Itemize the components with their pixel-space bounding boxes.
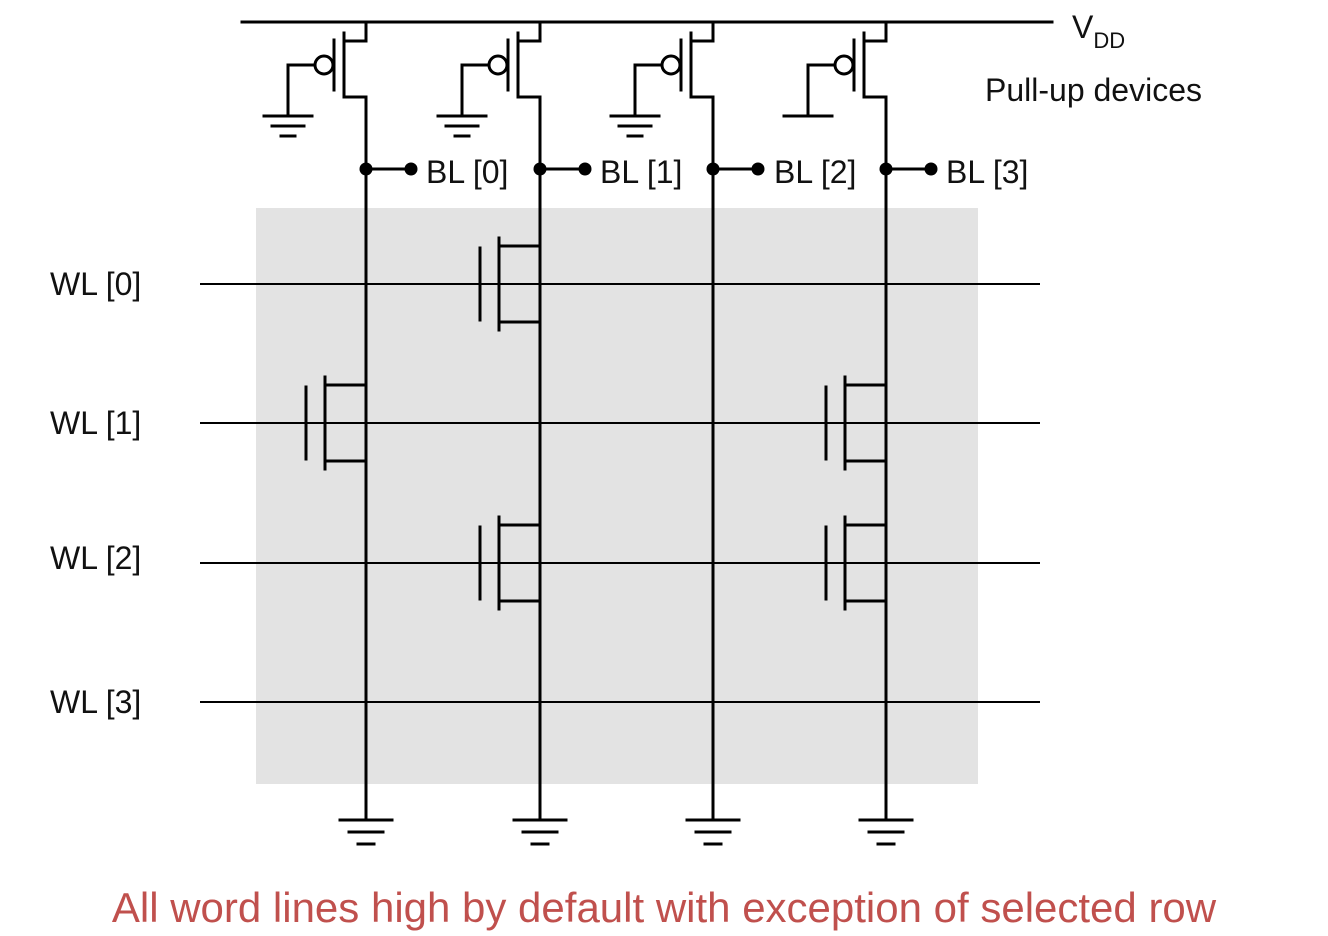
- bitline-label-0: BL [0]: [426, 154, 508, 190]
- wordline-label-2: WL [2]: [50, 540, 141, 576]
- wordline-label-0: WL [0]: [50, 266, 141, 302]
- pullup-devices-label: Pull-up devices: [985, 72, 1202, 108]
- memory-cell-transistor-1: [304, 375, 368, 471]
- bitline-label-3: BL [3]: [946, 154, 1028, 190]
- columns: [262, 20, 938, 846]
- pmos-gate-bubble-icon: [487, 54, 509, 76]
- pmos-gate-bubble-icon: [660, 54, 682, 76]
- ground-icon: [858, 818, 914, 846]
- bitline-terminal-dot: [751, 162, 765, 176]
- pullup-pmos-0: [262, 20, 368, 171]
- bitline-terminal-dot: [404, 162, 418, 176]
- ground-icon: [338, 818, 394, 846]
- memory-cell-transistor-2: [824, 375, 888, 471]
- bitline-terminal-dot: [578, 162, 592, 176]
- bitline-label-2: BL [2]: [774, 154, 856, 190]
- memory-cell-transistor-3: [478, 515, 542, 611]
- wordline-label-3: WL [3]: [50, 684, 141, 720]
- caption: All word lines high by default with exce…: [112, 884, 1217, 931]
- column-3: [782, 20, 938, 846]
- array-region: [256, 208, 978, 784]
- memory-cell-transistor-0: [478, 236, 542, 332]
- pullup-pmos-3: [782, 20, 888, 171]
- memory-cells: [304, 236, 888, 611]
- pullup-pmos-1: [436, 20, 542, 171]
- column-1: [436, 20, 592, 846]
- pmos-gate-bubble-icon: [833, 54, 855, 76]
- vdd-label: VDD: [1072, 9, 1125, 53]
- ground-icon: [685, 818, 741, 846]
- memory-cell-transistor-4: [824, 515, 888, 611]
- wordlines: [200, 283, 1040, 703]
- pullup-pmos-2: [609, 20, 715, 171]
- pmos-gate-bubble-icon: [313, 54, 335, 76]
- bitline-terminal-dot: [924, 162, 938, 176]
- wordline-label-1: WL [1]: [50, 405, 141, 441]
- ground-icon: [512, 818, 568, 846]
- column-2: [609, 20, 765, 846]
- bitline-label-1: BL [1]: [600, 154, 682, 190]
- column-0: [262, 20, 418, 846]
